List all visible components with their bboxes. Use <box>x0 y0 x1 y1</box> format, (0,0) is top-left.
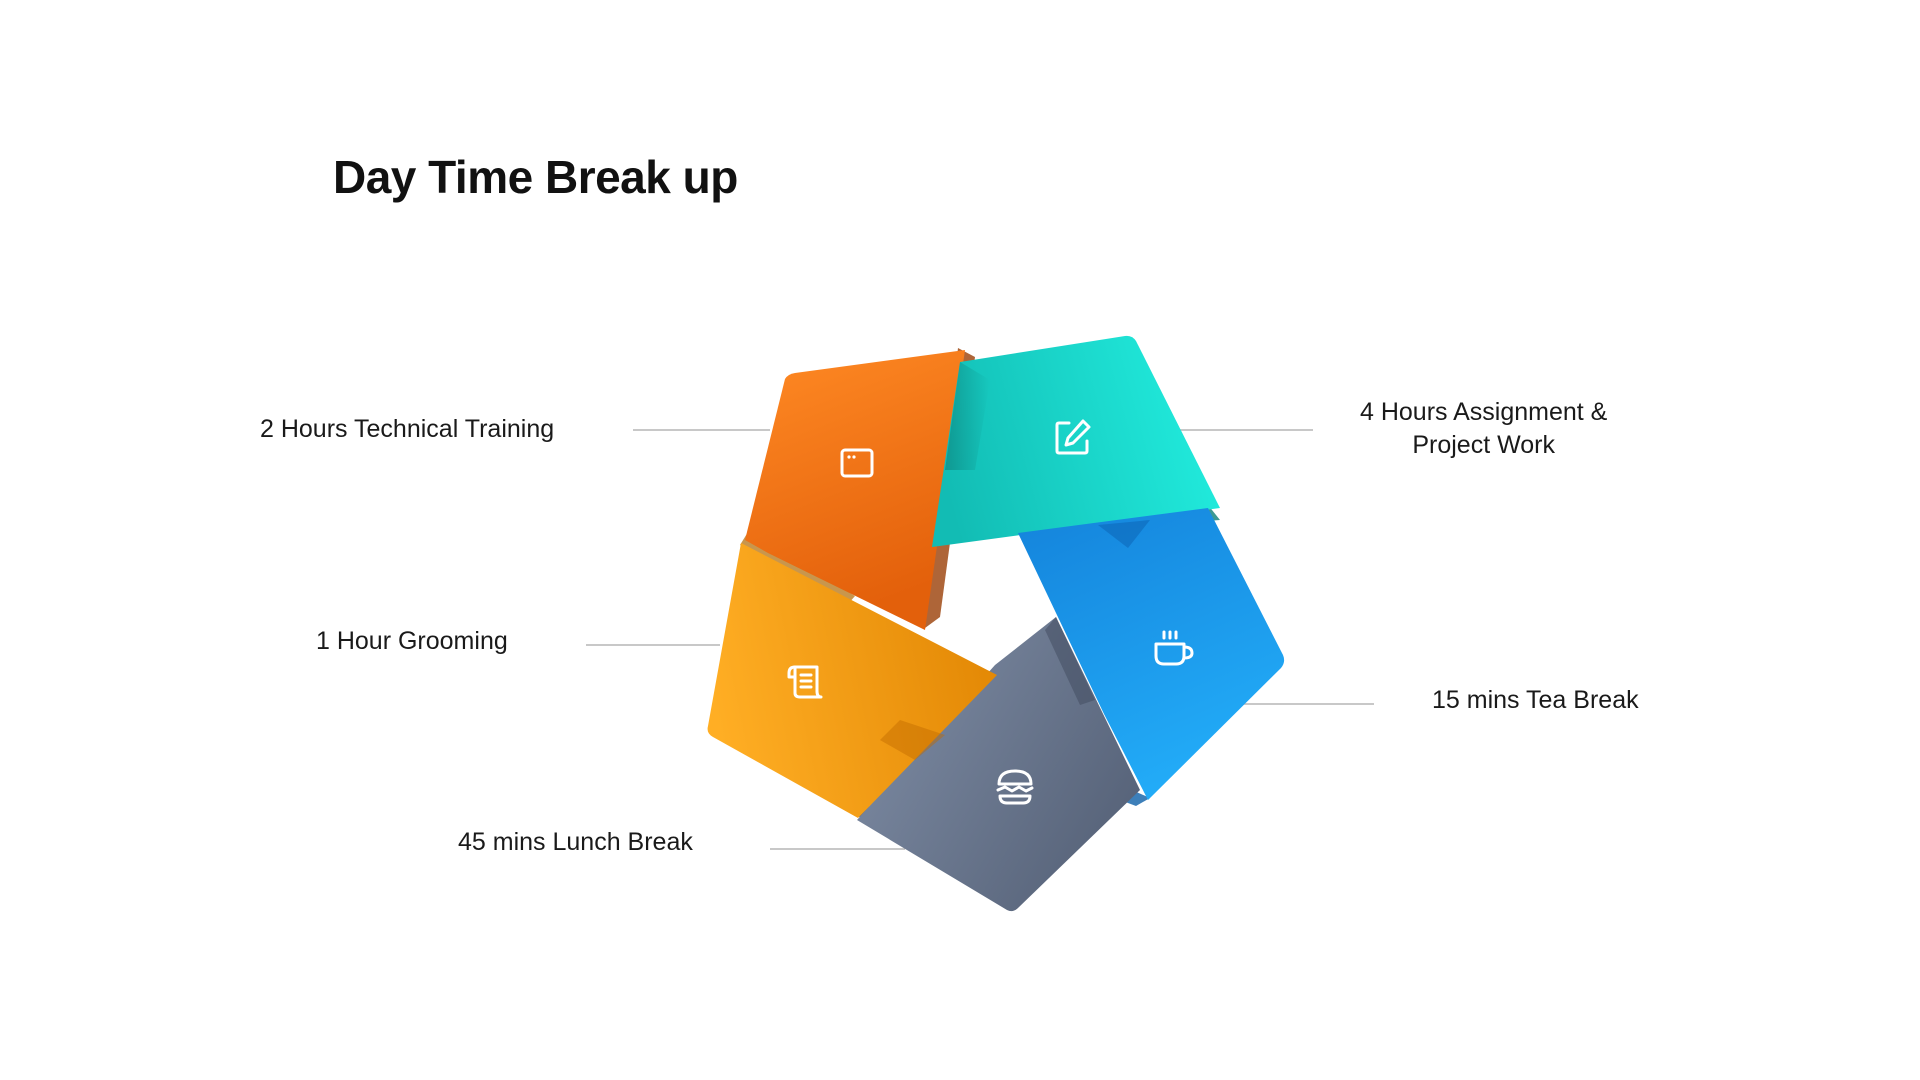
page-title: Day Time Break up <box>333 151 738 203</box>
label-assignment-project-work: 4 Hours Assignment & Project Work <box>1360 396 1607 462</box>
segment-assignment-fold <box>945 362 990 470</box>
label-assignment-line1: 4 Hours Assignment & <box>1360 398 1608 426</box>
label-tea-break: 15 mins Tea Break <box>1432 686 1639 714</box>
label-grooming: 1 Hour Grooming <box>316 627 508 655</box>
segment-training <box>745 350 965 630</box>
burger-icon <box>996 769 1034 805</box>
label-lunch-break: 45 mins Lunch Break <box>458 828 693 856</box>
scroll-icon <box>787 665 823 699</box>
segment-grooming-fold <box>880 720 945 760</box>
segment-lunch-fold <box>1045 617 1095 705</box>
label-technical-training: 2 Hours Technical Training <box>260 415 555 443</box>
segment-lunch <box>857 617 1140 912</box>
label-assignment-line2: Project Work <box>1412 431 1555 459</box>
segment-tea <box>1018 508 1285 800</box>
browser-window-icon <box>840 448 874 478</box>
segment-tea-fold <box>1098 520 1150 548</box>
coffee-cup-icon <box>1154 630 1194 666</box>
segment-grooming <box>707 543 997 818</box>
edit-icon <box>1055 419 1091 455</box>
